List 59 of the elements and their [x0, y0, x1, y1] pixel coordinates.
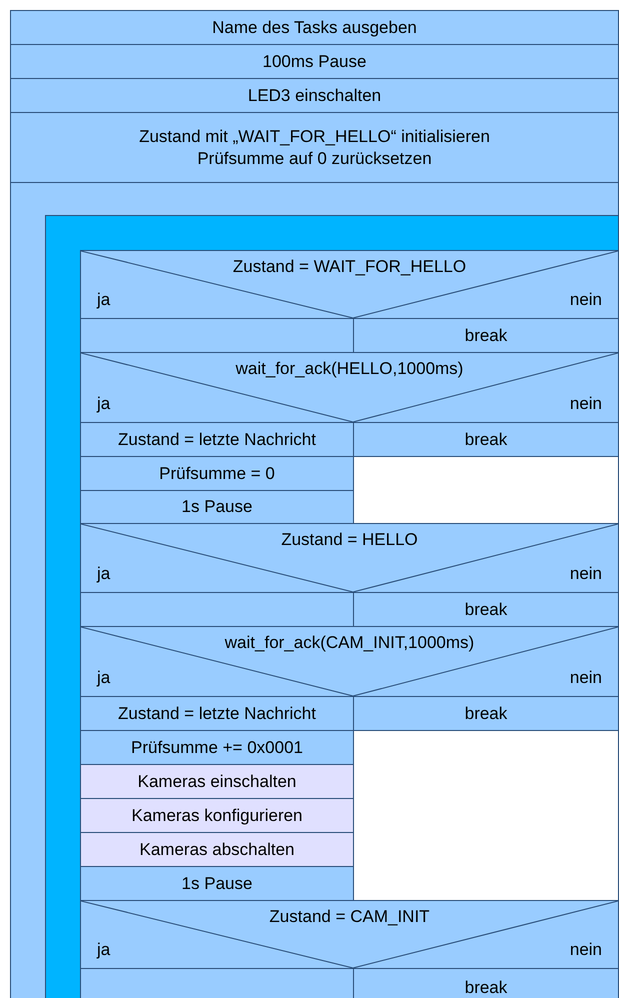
statement-text: Zustand = letzte Nachricht: [118, 702, 316, 724]
statement-block: [10, 10, 619, 45]
statement-text: Prüfsumme auf 0 zurücksetzen: [197, 148, 432, 170]
statement-block: [353, 968, 619, 998]
statement-block: [10, 78, 619, 113]
statement-text: LED3 einschalten: [248, 84, 382, 106]
statement-text: Zustand = letzte Nachricht: [118, 428, 316, 450]
statement-block: [80, 696, 354, 731]
statement-block: [10, 112, 619, 183]
statement-text: 1s Pause: [182, 872, 252, 894]
branch-label: nein: [570, 940, 602, 960]
statement-text: Zustand mit „WAIT_FOR_HELLO“ initialisieren: [139, 126, 490, 148]
branch-label: ja: [97, 564, 110, 584]
branch-label: ja: [97, 290, 110, 310]
condition-text: Zustand = CAM_INIT: [268, 907, 431, 927]
statement-block: [80, 832, 354, 867]
branch-label: nein: [570, 564, 602, 584]
branch-label: ja: [97, 668, 110, 688]
statement-text: Kameras einschalten: [138, 770, 296, 792]
statement-block: [80, 730, 354, 765]
statement-block: [353, 696, 619, 731]
decision-block: [80, 250, 619, 319]
statement-text: break: [464, 977, 508, 998]
statement-text: Prüfsumme += 0x0001: [131, 736, 303, 758]
statement-text: break: [464, 598, 508, 620]
condition-text: wait_for_ack(HELLO,1000ms): [234, 359, 464, 379]
statement-block: [10, 44, 619, 79]
statement-block: [80, 490, 354, 524]
statement-text: Prüfsumme = 0: [159, 462, 275, 484]
branch-label: ja: [97, 940, 110, 960]
decision-block: [80, 626, 619, 697]
statement-text: break: [464, 702, 508, 724]
decision-block: [80, 523, 619, 593]
statement-text: break: [464, 428, 508, 450]
statement-block: [80, 798, 354, 833]
empty-block: [353, 456, 619, 524]
statement-text: Kameras konfigurieren: [131, 804, 303, 826]
statement-text: Name des Tasks ausgeben: [212, 16, 417, 38]
statement-text: 1s Pause: [182, 496, 252, 518]
statement-text: Kameras abschalten: [140, 838, 294, 860]
branch-label: nein: [570, 290, 602, 310]
condition-text: Zustand = HELLO: [280, 530, 419, 550]
statement-block: [80, 764, 354, 799]
statement-block: [80, 866, 354, 901]
statement-block: [353, 318, 619, 353]
branch-label: nein: [570, 668, 602, 688]
decision-block: [80, 352, 619, 423]
branch-label: ja: [97, 394, 110, 414]
decision-block: [80, 900, 619, 969]
condition-text: wait_for_ack(CAM_INIT,1000ms): [224, 633, 476, 653]
statement-text: 100ms Pause: [262, 50, 366, 72]
empty-block: [353, 730, 619, 901]
branch-label: nein: [570, 394, 602, 414]
statement-block: [353, 592, 619, 627]
statement-block: [80, 422, 354, 457]
statement-block: [80, 456, 354, 491]
condition-text: Zustand = WAIT_FOR_HELLO: [232, 257, 468, 277]
statement-block: [353, 422, 619, 457]
statement-text: break: [464, 324, 508, 346]
